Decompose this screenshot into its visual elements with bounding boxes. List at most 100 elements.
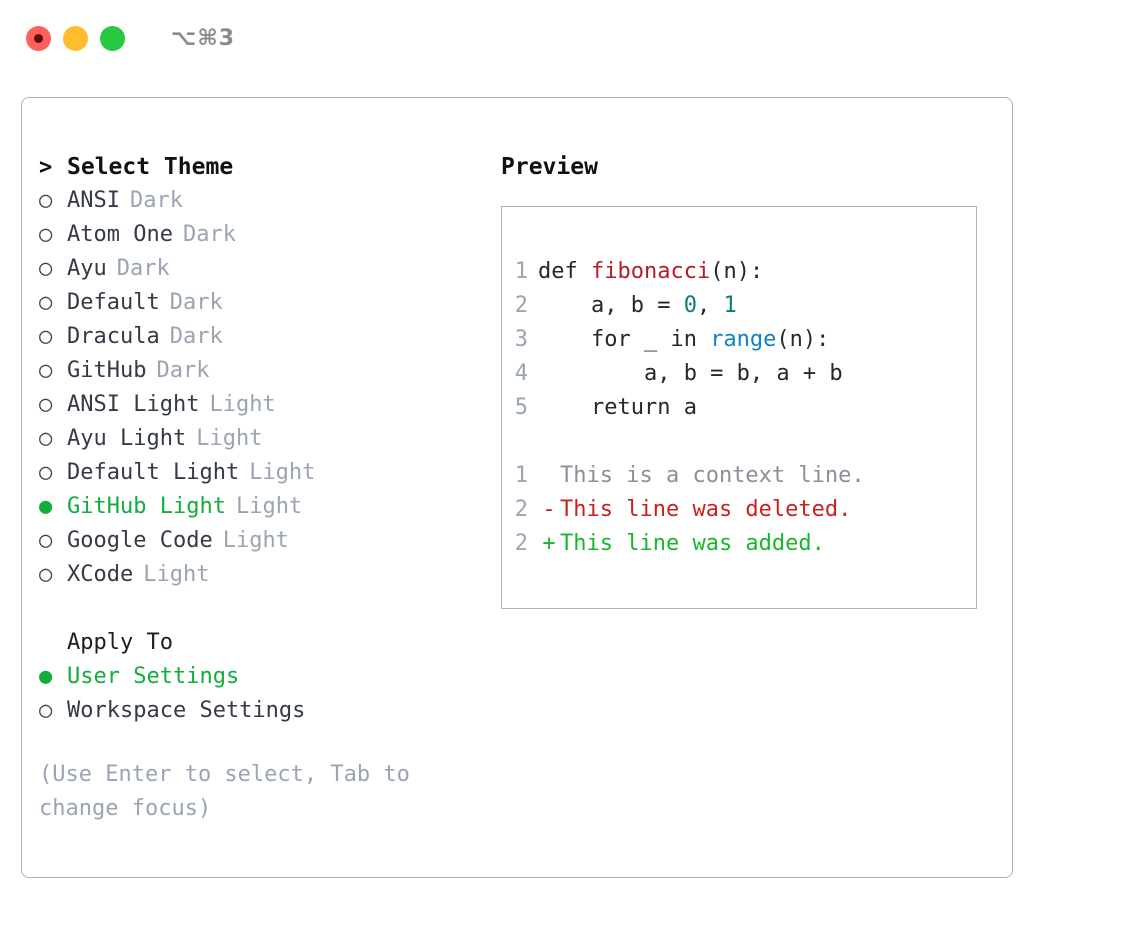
- radio-unselected-icon: ○: [39, 324, 53, 349]
- title-bar: ⌥⌘3: [0, 0, 1140, 76]
- code-token: (n):: [710, 259, 764, 284]
- radio-unselected-icon: ○: [39, 392, 53, 417]
- apply-to-option-workspace-settings[interactable]: ○ Workspace Settings: [39, 694, 489, 728]
- spacer: [39, 592, 489, 626]
- code-line: 3 for _ in range(n):: [502, 323, 976, 357]
- theme-option-label: Dracula: [67, 324, 160, 349]
- diff-marker: [538, 459, 560, 493]
- code-token: a, b = b, a + b: [538, 361, 843, 386]
- line-number: 3: [514, 327, 528, 352]
- code-content: def fibonacci(n):: [538, 255, 763, 289]
- code-content: for _ in range(n):: [538, 323, 829, 357]
- theme-option-label: Default: [67, 290, 160, 315]
- diff-line: 2 +This line was added.: [502, 527, 976, 561]
- code-token: (n):: [776, 327, 830, 352]
- caret-icon: >: [39, 155, 53, 180]
- theme-variant-tag: Light: [235, 494, 303, 519]
- apply-to-option-user-settings[interactable]: ●User Settings: [39, 660, 489, 694]
- radio-unselected-icon: ○: [39, 188, 53, 213]
- theme-variant-tag: Dark: [156, 358, 210, 383]
- code-token: return a: [538, 395, 697, 420]
- radio-unselected-icon: ○: [39, 256, 53, 281]
- line-number: 2: [514, 293, 528, 318]
- theme-option-default[interactable]: ○ Default Dark: [39, 286, 489, 320]
- close-button[interactable]: [26, 25, 51, 51]
- code-line: 1 def fibonacci(n):: [502, 255, 976, 289]
- diff-sample: 1 This is a context line.2-This line was…: [502, 459, 976, 561]
- line-number: 1: [514, 463, 528, 488]
- keyboard-hint: (Use Enter to select, Tab to change focu…: [39, 762, 410, 821]
- code-content: a, b = b, a + b: [538, 357, 843, 391]
- code-token: def: [538, 259, 591, 284]
- radio-unselected-icon: ○: [39, 698, 53, 723]
- diff-marker: +: [542, 531, 556, 556]
- theme-option-label: XCode: [67, 562, 134, 587]
- theme-option-ayu[interactable]: ○ Ayu Dark: [39, 252, 489, 286]
- theme-variant-tag: Dark: [182, 222, 236, 247]
- radio-unselected-icon: ○: [39, 426, 53, 451]
- recording-indicator-icon: [34, 33, 43, 43]
- theme-option-atom-one[interactable]: ○ Atom One Dark: [39, 218, 489, 252]
- theme-option-ansi[interactable]: ○ ANSI Dark: [39, 184, 489, 218]
- theme-variant-tag: Dark: [169, 290, 223, 315]
- theme-variant-tag: Dark: [129, 188, 183, 213]
- theme-option-dracula[interactable]: ○ Dracula Dark: [39, 320, 489, 354]
- theme-option-label: GitHub: [67, 358, 147, 383]
- code-token: fibonacci: [590, 259, 711, 284]
- line-number: 2: [514, 531, 528, 556]
- code-line: 5 return a: [502, 391, 976, 425]
- theme-variant-tag: Light: [209, 392, 276, 417]
- theme-option-ansi-light[interactable]: ○ ANSI Light Light: [39, 388, 489, 422]
- theme-variant-tag: Light: [249, 460, 316, 485]
- apply-to-option-label: Workspace Settings: [67, 698, 306, 723]
- theme-variant-tag: Dark: [169, 324, 223, 349]
- preview-title: Preview: [501, 154, 598, 180]
- theme-list-header: > Select Theme: [39, 150, 489, 184]
- radio-unselected-icon: ○: [39, 222, 53, 247]
- theme-variant-tag: Light: [143, 562, 210, 587]
- theme-option-label: Default Light: [67, 460, 240, 485]
- theme-option-label: ANSI: [67, 188, 120, 213]
- theme-option-default-light[interactable]: ○ Default Light Light: [39, 456, 489, 490]
- radio-unselected-icon: ○: [39, 358, 53, 383]
- apply-to-title-label: Apply To: [67, 630, 173, 655]
- theme-option-label: Atom One: [67, 222, 173, 247]
- code-content: return a: [538, 391, 697, 425]
- code-line: 4 a, b = b, a + b: [502, 357, 976, 391]
- theme-option-google-code[interactable]: ○ Google Code Light: [39, 524, 489, 558]
- radio-unselected-icon: ○: [39, 528, 53, 553]
- diff-line: 1 This is a context line.: [502, 459, 976, 493]
- shortcut-label: ⌥⌘3: [171, 25, 236, 51]
- zoom-button[interactable]: [100, 25, 125, 51]
- theme-option-label: Ayu: [67, 256, 107, 281]
- theme-option-github[interactable]: ○ GitHub Dark: [39, 354, 489, 388]
- diff-text: This line was added.: [560, 531, 825, 556]
- apply-to-option-label: User Settings: [67, 664, 240, 689]
- theme-option-github-light[interactable]: ● GitHub Light Light: [39, 490, 489, 524]
- theme-option-label: Google Code: [67, 528, 213, 553]
- theme-variant-tag: Light: [196, 426, 263, 451]
- radio-selected-icon: ●: [39, 494, 53, 519]
- line-number: 4: [514, 361, 528, 386]
- code-token: 1: [723, 293, 737, 318]
- line-number: 1: [514, 259, 528, 284]
- apply-to-list: ●User Settings ○ Workspace Settings: [39, 660, 489, 728]
- theme-option-label: ANSI Light: [67, 392, 200, 417]
- diff-text: This line was deleted.: [560, 497, 852, 522]
- theme-variant-tag: Dark: [116, 256, 170, 281]
- theme-variant-tag: Light: [222, 528, 289, 553]
- spacer: [502, 425, 976, 459]
- line-number: 2: [514, 497, 528, 522]
- radio-unselected-icon: ○: [39, 290, 53, 315]
- radio-unselected-icon: ○: [39, 460, 53, 485]
- apply-to-title: Apply To: [39, 626, 489, 660]
- minimize-button[interactable]: [63, 25, 88, 51]
- theme-option-label: GitHub Light: [67, 494, 226, 519]
